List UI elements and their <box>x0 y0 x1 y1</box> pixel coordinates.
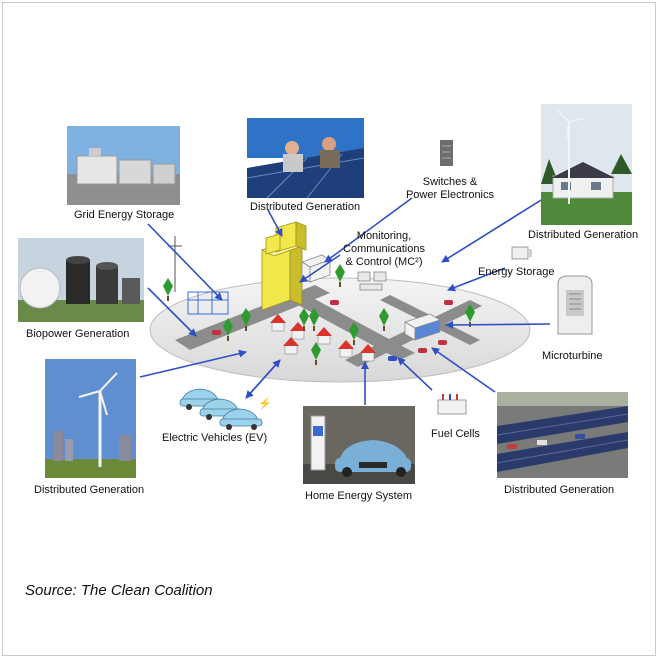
tree <box>335 264 345 287</box>
tree <box>163 278 173 301</box>
tree <box>309 308 319 331</box>
label-distributed-generation-right: Distributed Generation <box>528 229 639 241</box>
photo-grid-energy-storage <box>67 126 180 205</box>
arrow-biopower <box>147 287 197 337</box>
label-biopower-generation: Biopower Generation <box>26 328 130 340</box>
tree <box>379 308 389 331</box>
houses <box>270 314 376 362</box>
arrow-monitoring <box>299 254 341 283</box>
arrow-energy-storage <box>447 267 506 292</box>
label-switches-line2: Power Electronics <box>405 189 495 201</box>
label-switches-line1: Switches & <box>422 176 478 188</box>
tree <box>241 308 251 331</box>
house <box>283 337 299 355</box>
photo-distributed-generation-top <box>247 118 364 198</box>
substation <box>168 236 229 315</box>
arrow-fuel-cells <box>397 357 433 391</box>
photo-home-energy-system <box>303 406 415 484</box>
label-microturbine: Microturbine <box>542 350 603 362</box>
label-energy-storage: Energy Storage <box>478 266 555 278</box>
label-grid-energy-storage: Grid Energy Storage <box>74 209 175 221</box>
label-monitoring-line3: & Control (MC²) <box>345 256 423 268</box>
photo-distributed-generation-left <box>45 359 136 478</box>
cars <box>212 300 453 361</box>
arrow-switches <box>324 197 413 263</box>
label-electric-vehicles: Electric Vehicles (EV) <box>162 432 268 444</box>
label-monitoring-line2: Communications <box>343 243 425 255</box>
arrow-dg-right <box>441 196 547 263</box>
arrow-ev-back <box>245 359 281 399</box>
label-fuel-cells: Fuel Cells <box>431 428 480 440</box>
label-monitoring-line1: Monitoring, <box>356 230 412 242</box>
road-cross <box>270 283 415 360</box>
house <box>270 314 286 332</box>
monitoring-screens <box>357 271 387 291</box>
electric-vehicles-illustration: ⚡ <box>179 388 272 430</box>
house <box>316 327 332 345</box>
house <box>338 340 354 358</box>
switches-icon <box>440 140 453 166</box>
microturbine-icon <box>557 275 593 335</box>
fuel-cells-icon <box>437 394 467 415</box>
label-switches: Switches & Power Electronics <box>400 176 500 202</box>
white-buildings <box>301 254 441 341</box>
arrow-grid-storage <box>147 223 223 301</box>
yellow-building <box>260 221 307 311</box>
charge-bolt-icon: ⚡ <box>258 397 272 410</box>
label-distributed-generation-left: Distributed Generation <box>34 484 145 496</box>
tree <box>223 318 233 341</box>
arrow-dg-bottom <box>431 347 496 393</box>
label-home-energy-system: Home Energy System <box>305 490 412 502</box>
label-distributed-generation-bottom: Distributed Generation <box>504 484 615 496</box>
arrow-dg-top <box>267 209 283 237</box>
arrow-microturbine <box>445 320 551 329</box>
photo-distributed-generation-right <box>541 104 632 225</box>
tree <box>311 342 321 365</box>
source-caption: Source: The Clean Coalition <box>25 582 213 599</box>
house <box>290 322 306 340</box>
connection-arrows <box>139 196 551 405</box>
energy-storage-icon <box>511 246 532 260</box>
tree <box>299 308 309 331</box>
trees <box>163 264 475 365</box>
photo-biopower-generation <box>18 238 144 322</box>
ev-car <box>219 408 263 430</box>
photo-distributed-generation-bottom <box>497 392 628 478</box>
label-monitoring: Monitoring, Communications & Control (MC… <box>334 230 434 269</box>
arrow-dg-left <box>139 349 247 378</box>
tree <box>349 322 359 345</box>
label-distributed-generation-top: Distributed Generation <box>250 201 361 213</box>
